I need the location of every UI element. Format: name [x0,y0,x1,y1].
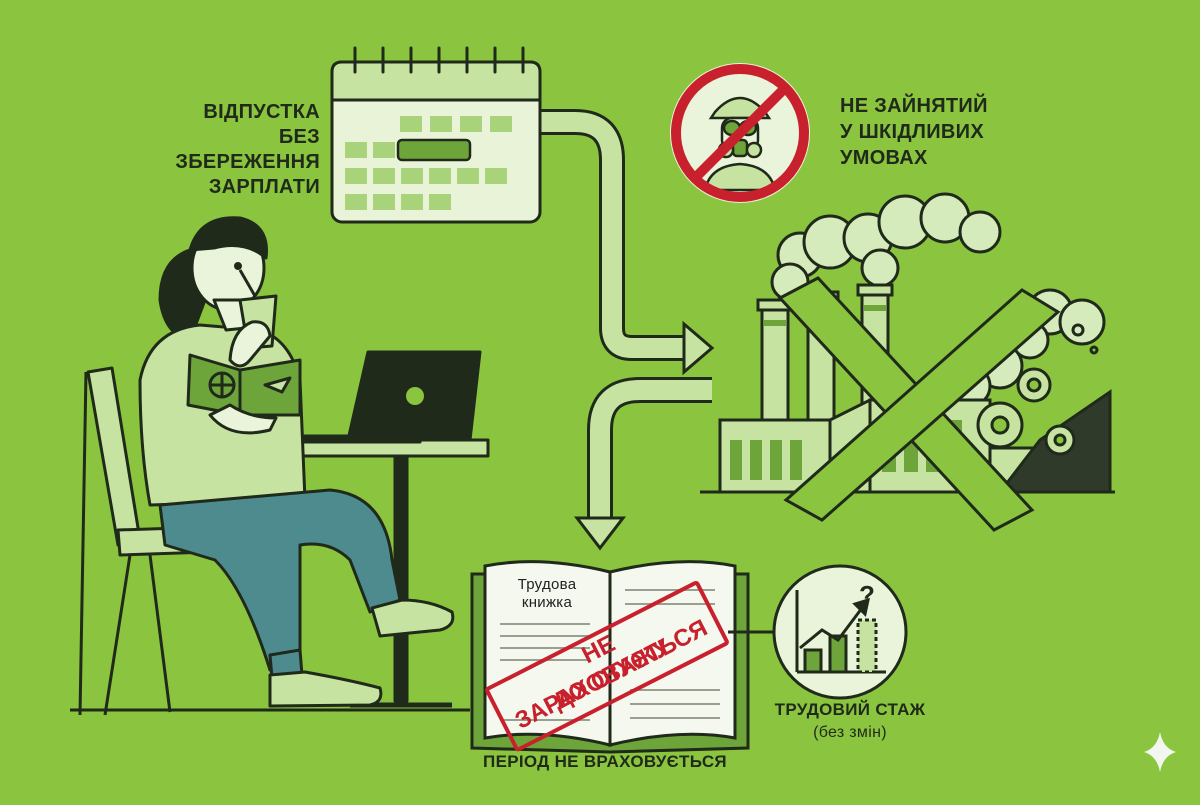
person-illustration [70,216,490,716]
laptop [288,350,482,444]
passport-book [186,353,302,417]
question-mark-glyph: ? [859,580,875,610]
hazard-line-3: УМОВАХ [840,147,928,169]
sparkle-icon [1144,732,1176,772]
unpaid-leave-line-1: ВІДПУСТКА [203,101,320,123]
book-icon [470,560,750,754]
work-seniority-subtitle: (без змін) [813,724,887,741]
calendar-icon [330,46,542,224]
factory-icon [700,192,1115,494]
book-title-line-1: Трудова [517,576,577,593]
hazard-line-2: У ШКІДЛИВИХ [840,121,984,143]
flow-arrows [540,109,715,551]
growth-chart-icon [772,564,908,700]
cross-mark-icon [777,276,1061,532]
work-seniority-title: ТРУДОВИЙ СТАЖ [774,700,926,719]
period-not-counted-label: ПЕРІОД НЕ ВРАХОВУЄТЬСЯ [483,752,727,771]
hazard-line-1: НЕ ЗАЙНЯТИЙ [840,95,988,117]
book-title-line-2: книжка [521,594,573,611]
question-mark-icon: ? [859,580,875,610]
hazard-conditions-label: НЕ ЗАЙНЯТИЙ У ШКІДЛИВИХ УМОВАХ [840,93,1010,171]
unpaid-leave-line-3: ЗАРПЛАТИ [208,176,320,198]
prohibition-sign-icon [670,63,810,203]
unpaid-leave-line-2: БЕЗ ЗБЕРЕЖЕННЯ [175,126,320,173]
unpaid-leave-label: ВІДПУСТКА БЕЗ ЗБЕРЕЖЕННЯ ЗАРПЛАТИ [150,100,320,200]
work-record-book-title: Трудова книжка [492,576,602,612]
